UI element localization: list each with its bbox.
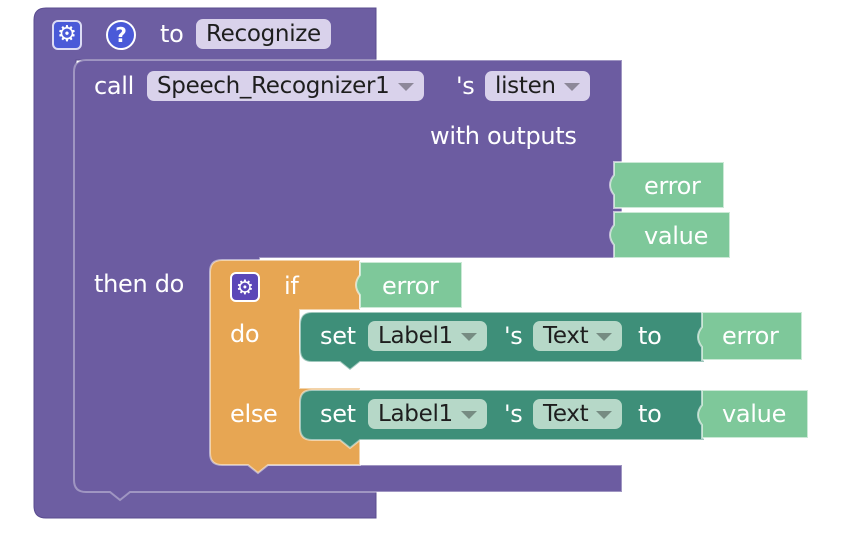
if-gear-icon[interactable]: ⚙	[230, 272, 260, 302]
method-dropdown[interactable]: listen	[485, 71, 590, 101]
set-do-value-block	[697, 311, 803, 361]
set-do-possessive: 's	[504, 322, 523, 350]
set-else-set-label: set	[320, 400, 356, 428]
if-label: if	[284, 272, 299, 300]
set-else-value-block	[697, 389, 809, 439]
output-error-block	[609, 161, 725, 209]
to-label: to	[160, 20, 184, 48]
set-do-value-label[interactable]: error	[722, 322, 779, 350]
call-label: call	[94, 72, 135, 100]
if-condition-label[interactable]: error	[382, 272, 439, 300]
with-outputs-label: with outputs	[430, 122, 577, 150]
output-value-block	[609, 211, 731, 259]
set-else-property-dropdown[interactable]: Text	[533, 399, 623, 429]
set-else-value-label[interactable]: value	[722, 400, 787, 428]
possessive-label: 's	[456, 72, 475, 100]
set-else-to-label: to	[638, 400, 662, 428]
help-icon[interactable]: ?	[106, 20, 136, 50]
set-do-set-label: set	[320, 322, 356, 350]
else-label: else	[230, 400, 278, 428]
if-condition-block	[355, 261, 463, 309]
output-value-label[interactable]: value	[644, 222, 709, 250]
component-dropdown[interactable]: Speech_Recognizer1	[147, 71, 424, 101]
set-do-property-dropdown[interactable]: Text	[533, 321, 623, 351]
set-else-possessive: 's	[504, 400, 523, 428]
output-error-label[interactable]: error	[644, 172, 701, 200]
then-do-label: then do	[94, 270, 185, 298]
set-do-to-label: to	[638, 322, 662, 350]
set-else-component-dropdown[interactable]: Label1	[368, 399, 487, 429]
gear-icon[interactable]: ⚙	[52, 20, 82, 50]
procedure-name-field[interactable]: Recognize	[196, 19, 331, 49]
do-label: do	[230, 320, 260, 348]
set-do-component-dropdown[interactable]: Label1	[368, 321, 487, 351]
